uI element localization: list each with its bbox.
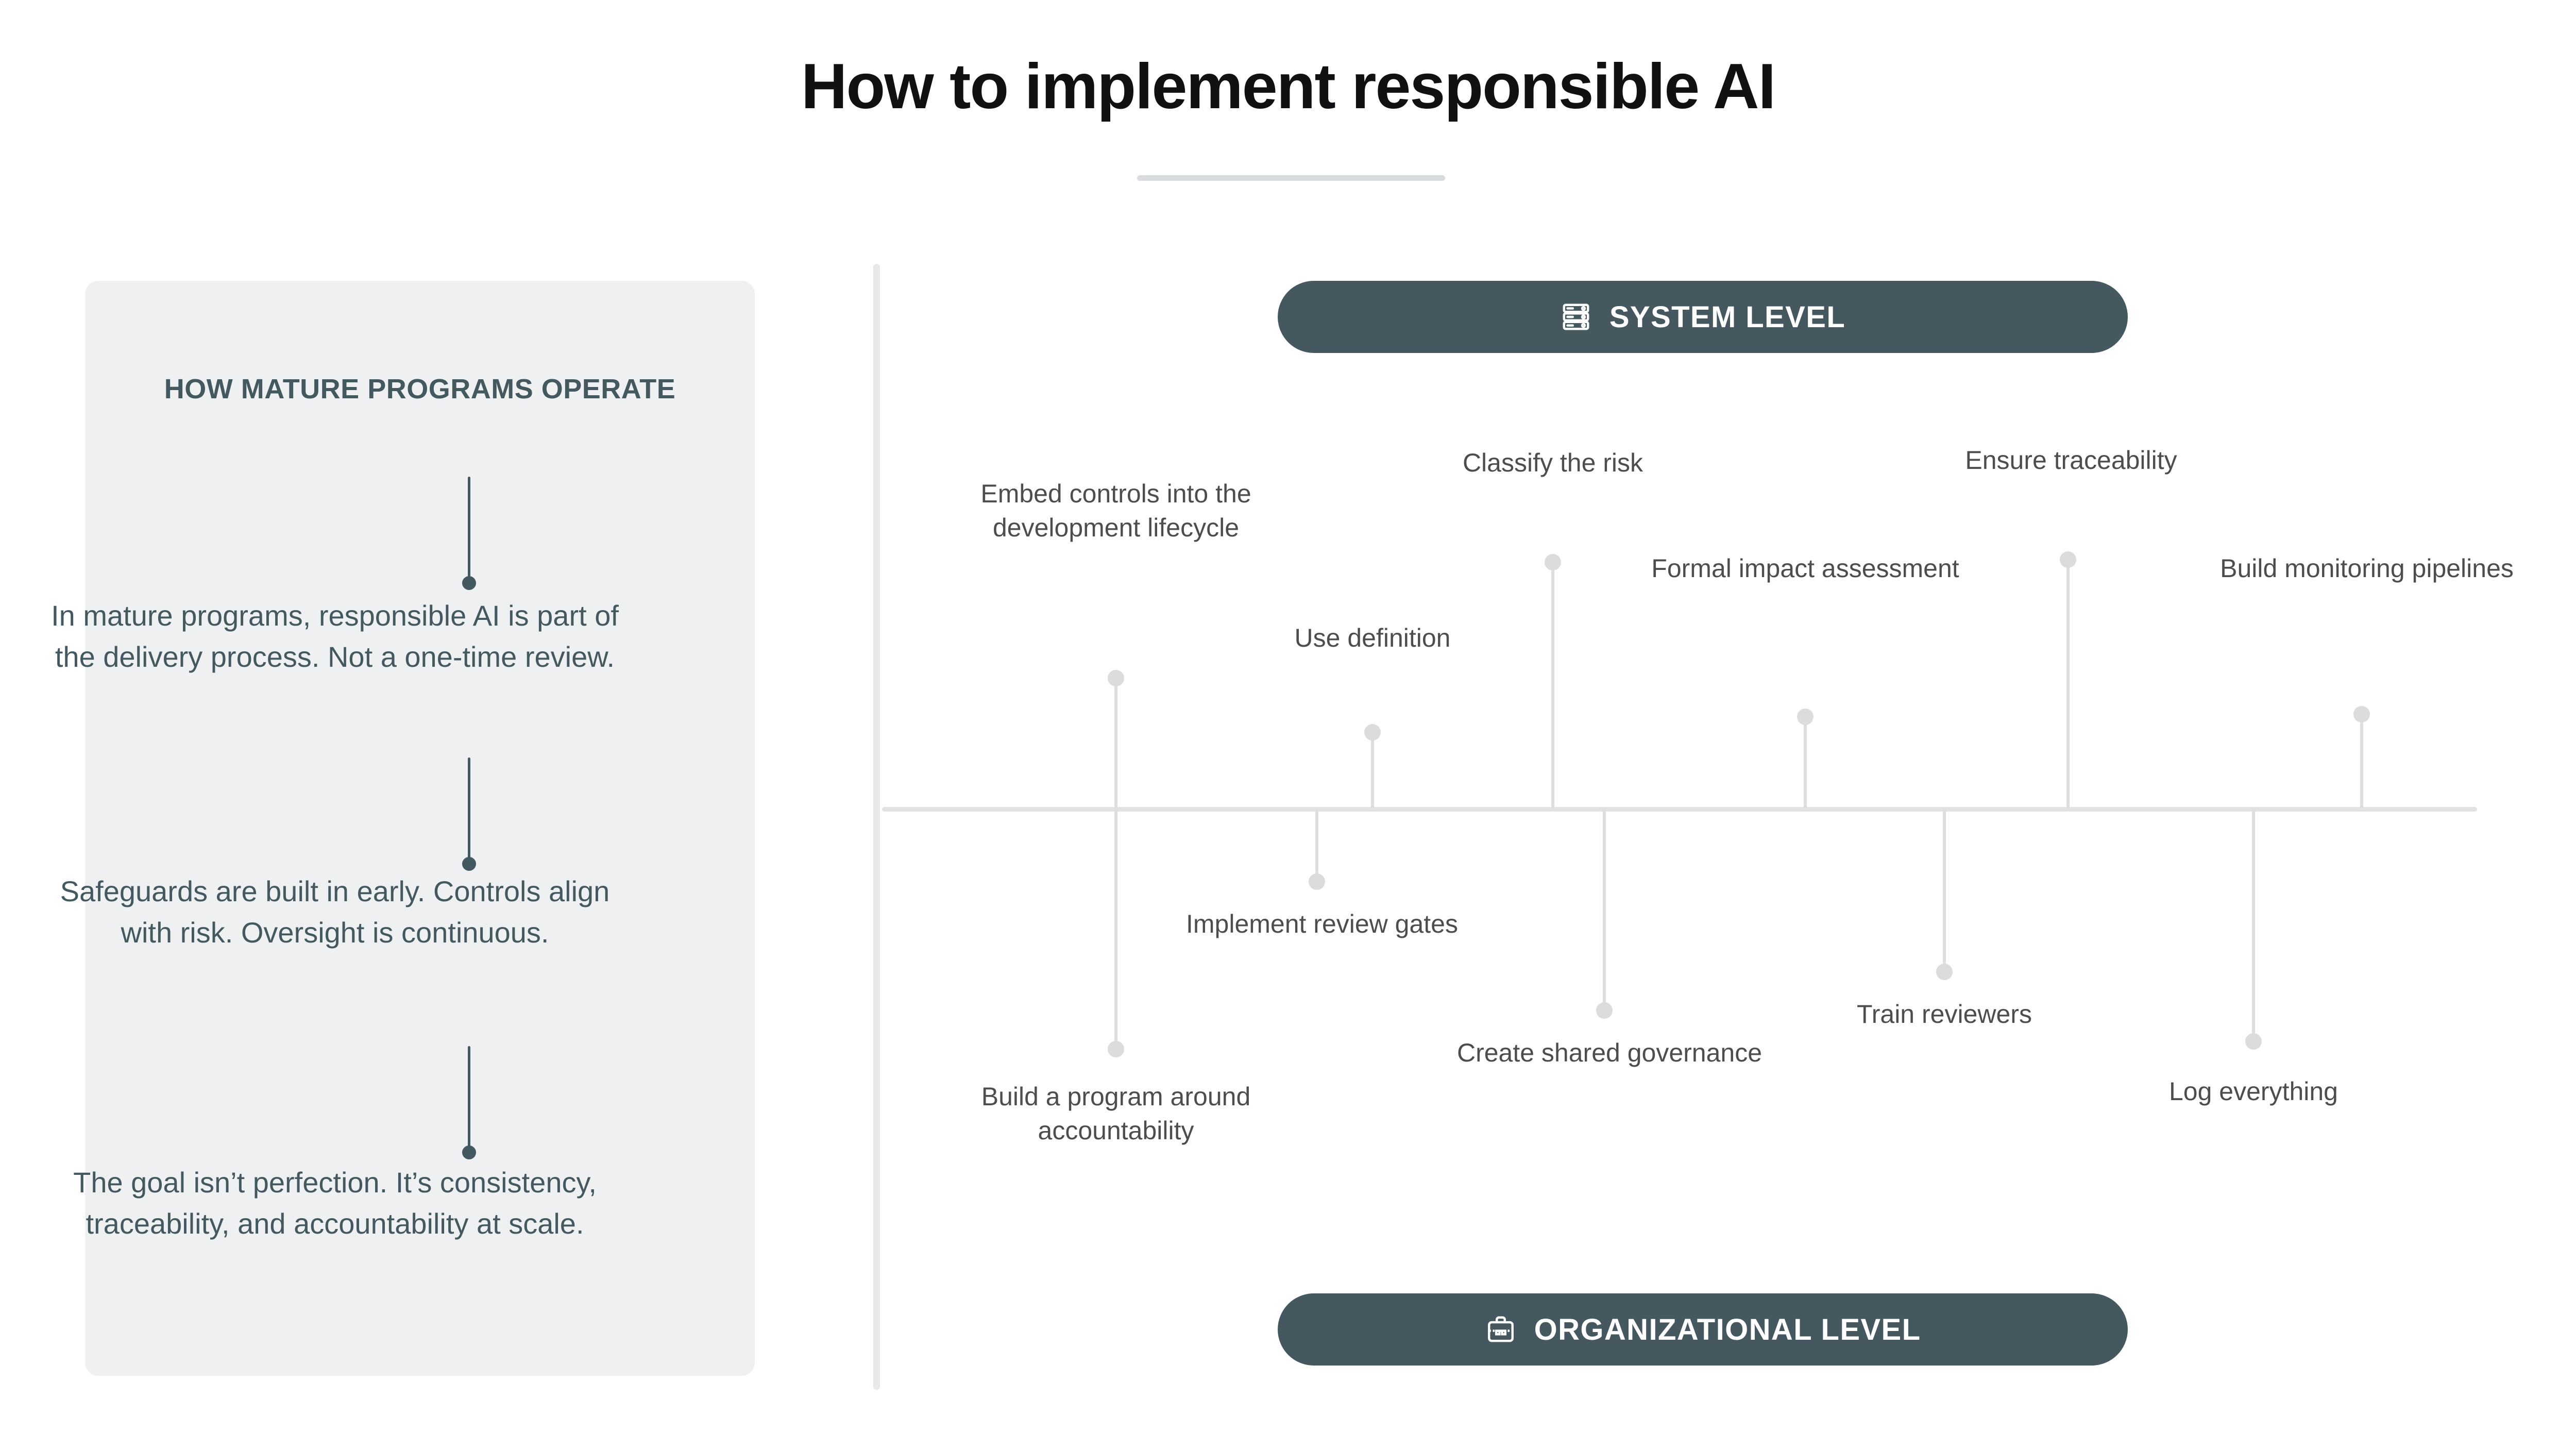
panel-heading: HOW MATURE PROGRAMS OPERATE — [164, 374, 676, 405]
marker-stem — [1551, 564, 1554, 809]
timeline-axis — [882, 807, 2477, 812]
marker-dot — [1596, 1002, 1613, 1019]
marker-label: Embed controls into the development life… — [980, 479, 1251, 542]
panel-connector-dot-1 — [462, 576, 476, 590]
marker-stem — [1603, 809, 1606, 1013]
panel-connector-stem-3 — [468, 1046, 470, 1154]
system-level-label: SYSTEM LEVEL — [1609, 300, 1846, 334]
marker-dot — [1545, 554, 1561, 570]
marker-stem — [1371, 734, 1374, 809]
server-rack-icon — [1563, 304, 1589, 330]
panel-paragraph-1: In mature programs, responsible AI is pa… — [51, 599, 619, 673]
panel-connector-dot-3 — [462, 1145, 476, 1159]
panel-connector-stem-2 — [468, 757, 470, 866]
marker-stem — [1114, 809, 1117, 1051]
organizational-level-label: ORGANIZATIONAL LEVEL — [1534, 1312, 1921, 1346]
marker-stem — [1315, 809, 1318, 884]
marker-label: Ensure traceability — [1965, 446, 2177, 475]
panel-connector-stem-1 — [468, 477, 470, 585]
marker-dot — [1364, 724, 1381, 740]
marker-label: Implement review gates — [1185, 909, 1458, 938]
marker-label: Log everything — [2168, 1077, 2338, 1106]
marker-stem — [1943, 809, 1946, 974]
title-divider — [1137, 175, 1445, 181]
panel-paragraph-2: Safeguards are built in early. Controls … — [60, 875, 610, 949]
section-divider — [873, 264, 880, 1390]
marker-dot — [1309, 873, 1325, 890]
marker-dot — [1936, 964, 1953, 980]
marker-label: Create shared governance — [1456, 1038, 1762, 1067]
marker-label: Build a program around accountability — [981, 1082, 1251, 1145]
marker-label: Train reviewers — [1857, 1000, 2032, 1029]
marker-stem — [1804, 719, 1807, 809]
marker-stem — [2360, 716, 2363, 809]
panel-connector-dot-2 — [462, 857, 476, 871]
marker-dot — [1797, 709, 1814, 725]
marker-stem — [2252, 809, 2255, 1043]
marker-label: Classify the risk — [1462, 448, 1643, 477]
marker-stem — [1114, 680, 1117, 809]
panel-paragraph-3: The goal isn’t perfection. It’s consiste… — [73, 1166, 597, 1240]
marker-label: Formal impact assessment — [1651, 554, 1959, 583]
system-level-band[interactable]: SYSTEM LEVEL — [1278, 281, 2128, 353]
marker-dot — [2245, 1033, 2262, 1050]
marker-dot — [2353, 706, 2370, 722]
page-title: How to implement responsible AI — [801, 51, 1776, 122]
briefcase-icon — [1487, 1316, 1514, 1342]
marker-stem — [2066, 562, 2070, 809]
marker-label: Use definition — [1294, 624, 1451, 652]
marker-dot — [2060, 551, 2076, 568]
marker-label: Build monitoring pipelines — [2220, 554, 2514, 583]
marker-dot — [1108, 1041, 1124, 1057]
marker-dot — [1108, 670, 1124, 686]
mature-programs-panel: HOW MATURE PROGRAMS OPERATE — [85, 281, 755, 1376]
organizational-level-band[interactable]: ORGANIZATIONAL LEVEL — [1278, 1293, 2128, 1366]
